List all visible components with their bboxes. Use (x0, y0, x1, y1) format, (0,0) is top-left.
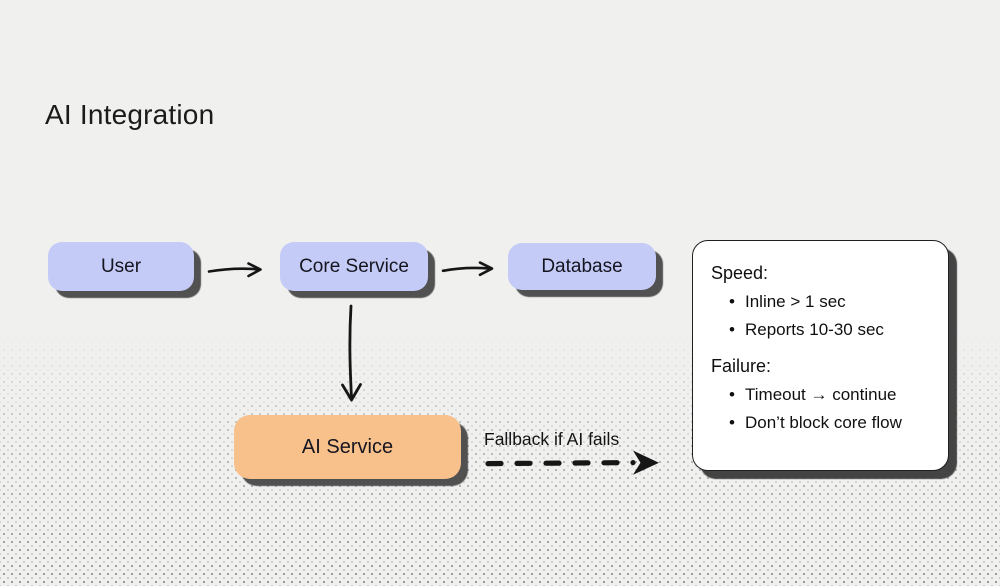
node-user[interactable]: User (48, 242, 194, 291)
notes-heading-speed: Speed: (711, 263, 769, 283)
fallback-edge-label: Fallback if AI fails (484, 429, 620, 449)
note-item: Timeout → continue (729, 381, 932, 409)
arrow-user-to-core (207, 262, 262, 278)
node-user-label: User (100, 255, 142, 277)
note-item: Reports 10-30 sec (729, 316, 932, 344)
page-title: AI Integration (45, 99, 215, 130)
notes-list-failure: Timeout → continue Don’t block core flow (711, 381, 932, 437)
node-database[interactable]: Database (508, 243, 656, 290)
notes-list-speed: Inline > 1 sec Reports 10-30 sec (711, 288, 932, 344)
node-database-label: Database (541, 255, 623, 277)
arrow-core-to-database (441, 261, 494, 277)
node-core-service[interactable]: Core Service (280, 242, 428, 291)
node-ai-service-label: AI Service (301, 435, 394, 458)
node-core-service-label: Core Service (299, 255, 409, 277)
note-item: Don’t block core flow (729, 409, 932, 437)
notes-heading-failure: Failure: (711, 356, 772, 376)
node-ai-service[interactable]: AI Service (234, 415, 461, 479)
notes-card[interactable]: Speed: Inline > 1 sec Reports 10-30 sec … (692, 240, 949, 471)
note-item: Inline > 1 sec (729, 288, 932, 316)
